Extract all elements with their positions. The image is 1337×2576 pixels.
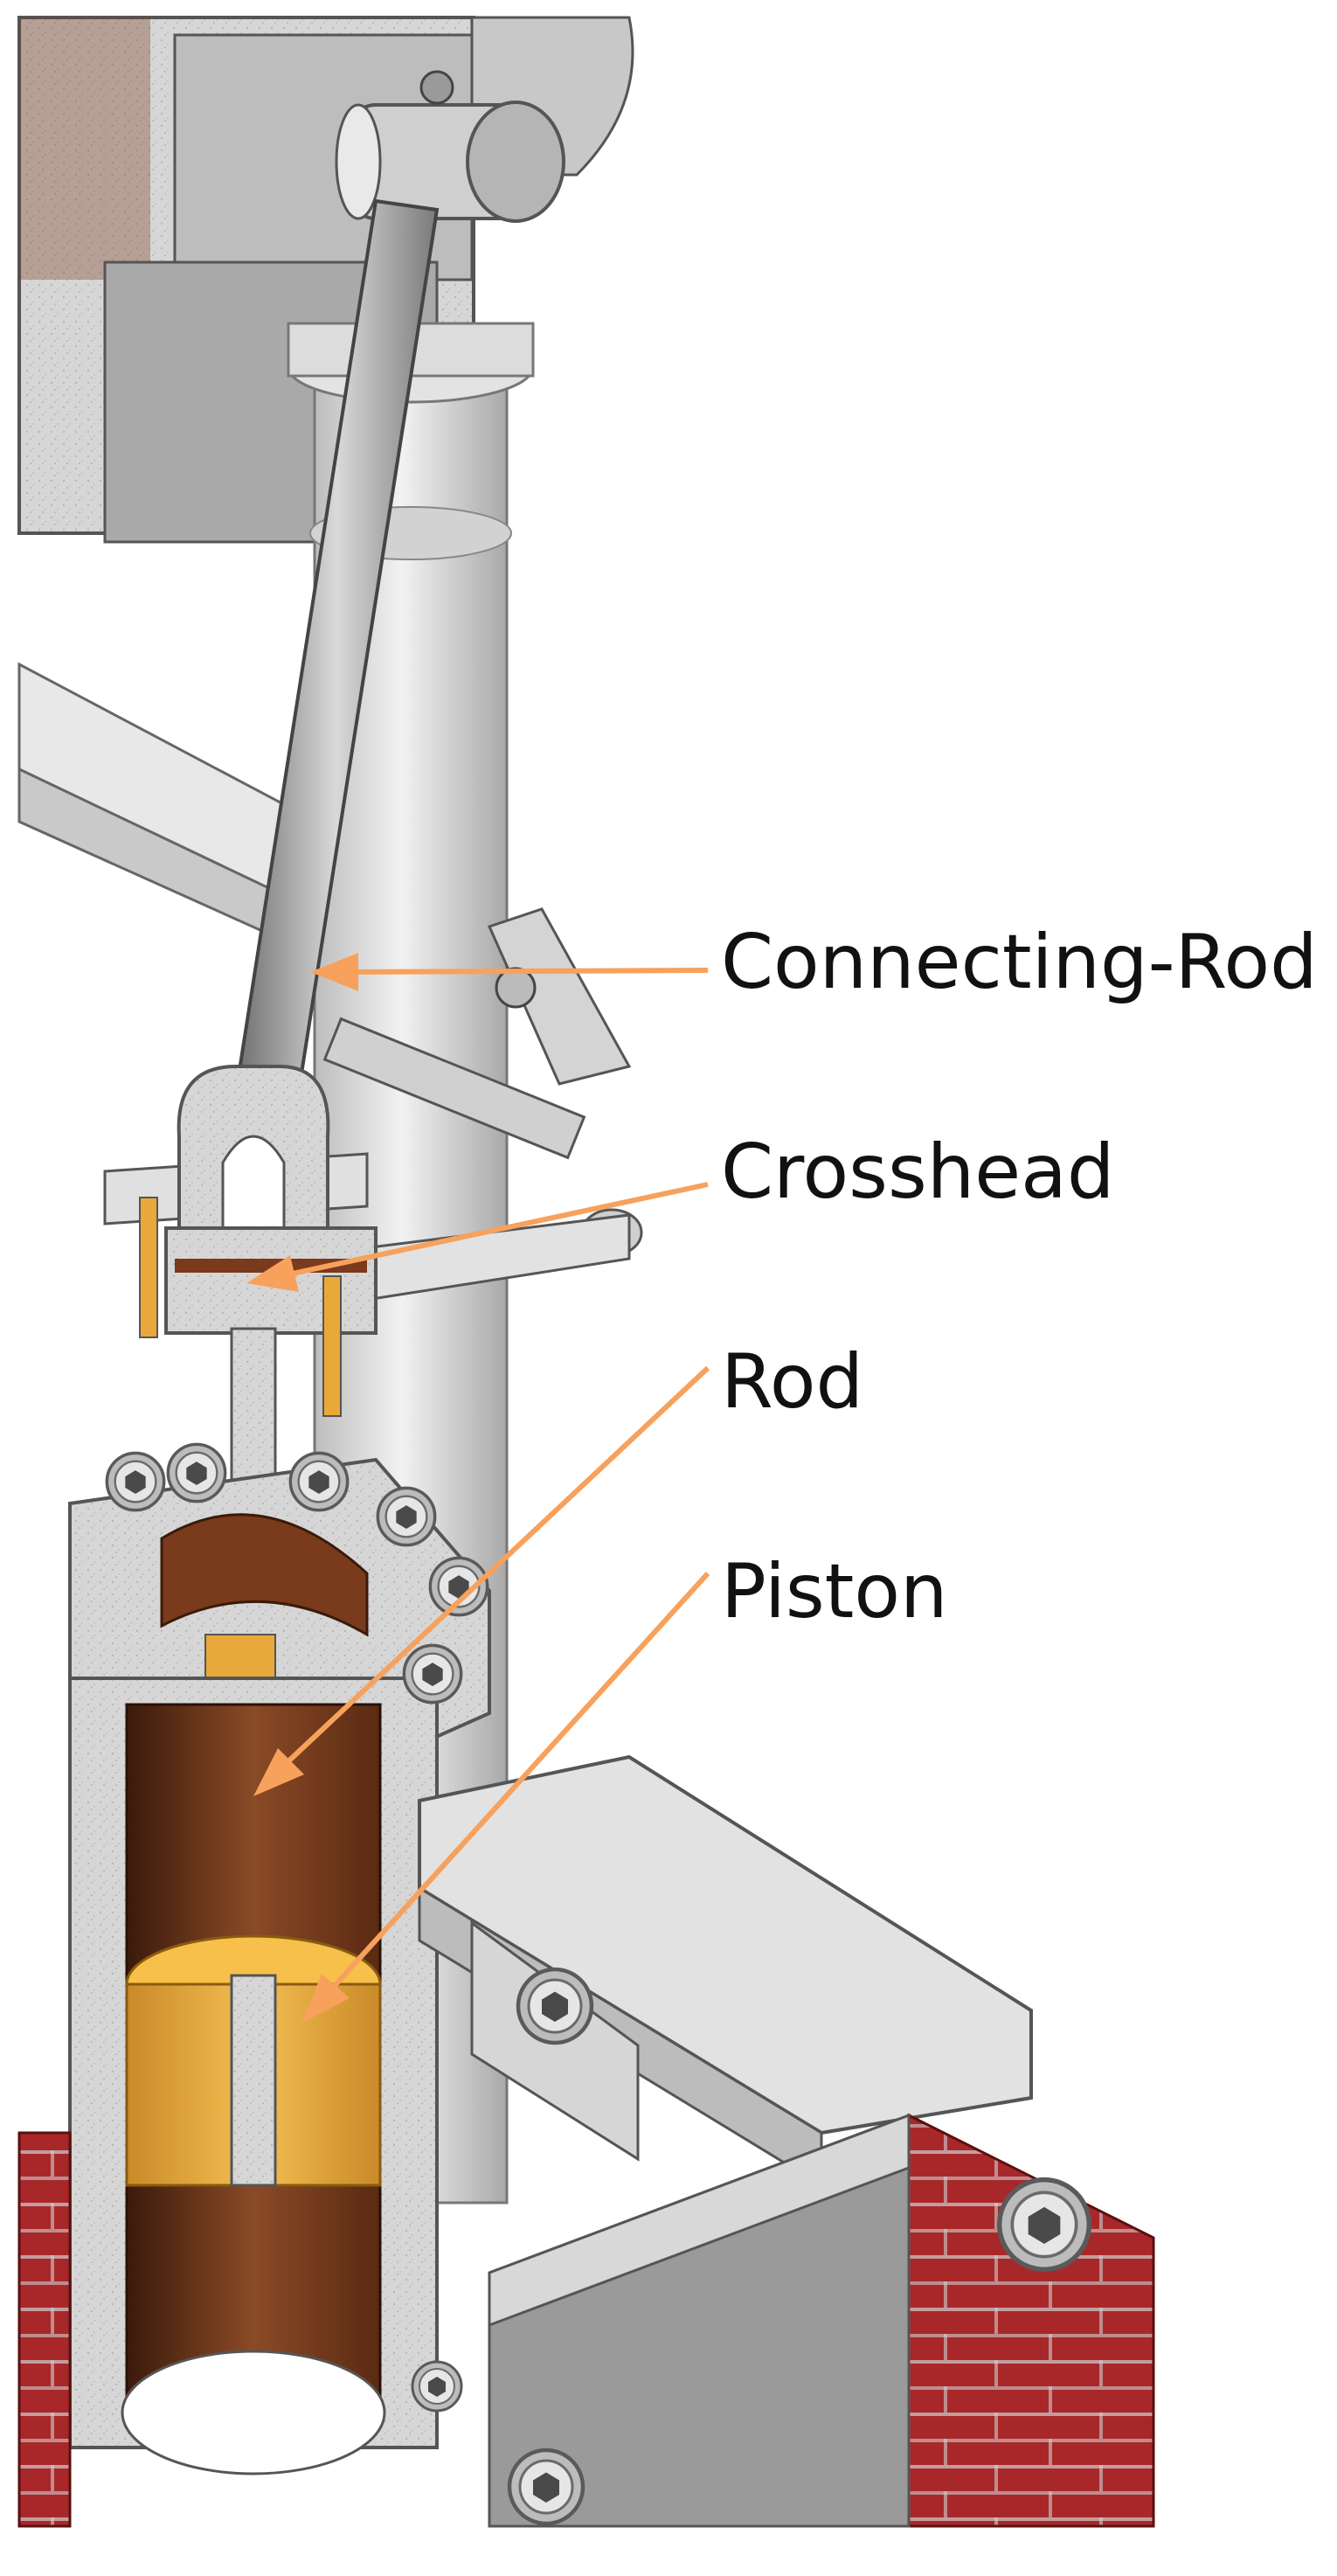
label-rod: Rod <box>721 1338 863 1426</box>
base-plate <box>418 1754 1033 2188</box>
hex-socket-bolt-icon <box>411 2360 463 2413</box>
hex-socket-bolt-icon <box>518 1969 592 2043</box>
hex-socket-bolt-icon <box>105 1451 166 1512</box>
label-crosshead: Crosshead <box>721 1128 1114 1216</box>
arrow-crosshead <box>246 1182 709 1292</box>
leader-arrows <box>246 953 710 2024</box>
hex-socket-bolt-icon <box>288 1451 350 1512</box>
crank-pin <box>335 70 565 223</box>
hex-socket-bolt-icon <box>402 1643 463 1705</box>
hex-socket-bolt-icon <box>509 2450 583 2524</box>
arrow-piston <box>301 1571 710 2024</box>
hex-socket-bolt-icon <box>166 1442 227 1503</box>
hex-socket-bolt-icon <box>428 1556 489 1617</box>
arrow-rod <box>253 1365 710 1796</box>
arrow-connecting-rod <box>310 953 709 991</box>
hex-socket-bolt-icon <box>1000 2180 1090 2270</box>
label-piston: Piston <box>721 1548 948 1635</box>
brick-foundation <box>17 2113 1155 2528</box>
label-connecting-rod: Connecting-Rod <box>721 919 1318 1006</box>
piston-shape <box>125 1934 382 2187</box>
hex-socket-bolt-icon <box>376 1486 437 1547</box>
